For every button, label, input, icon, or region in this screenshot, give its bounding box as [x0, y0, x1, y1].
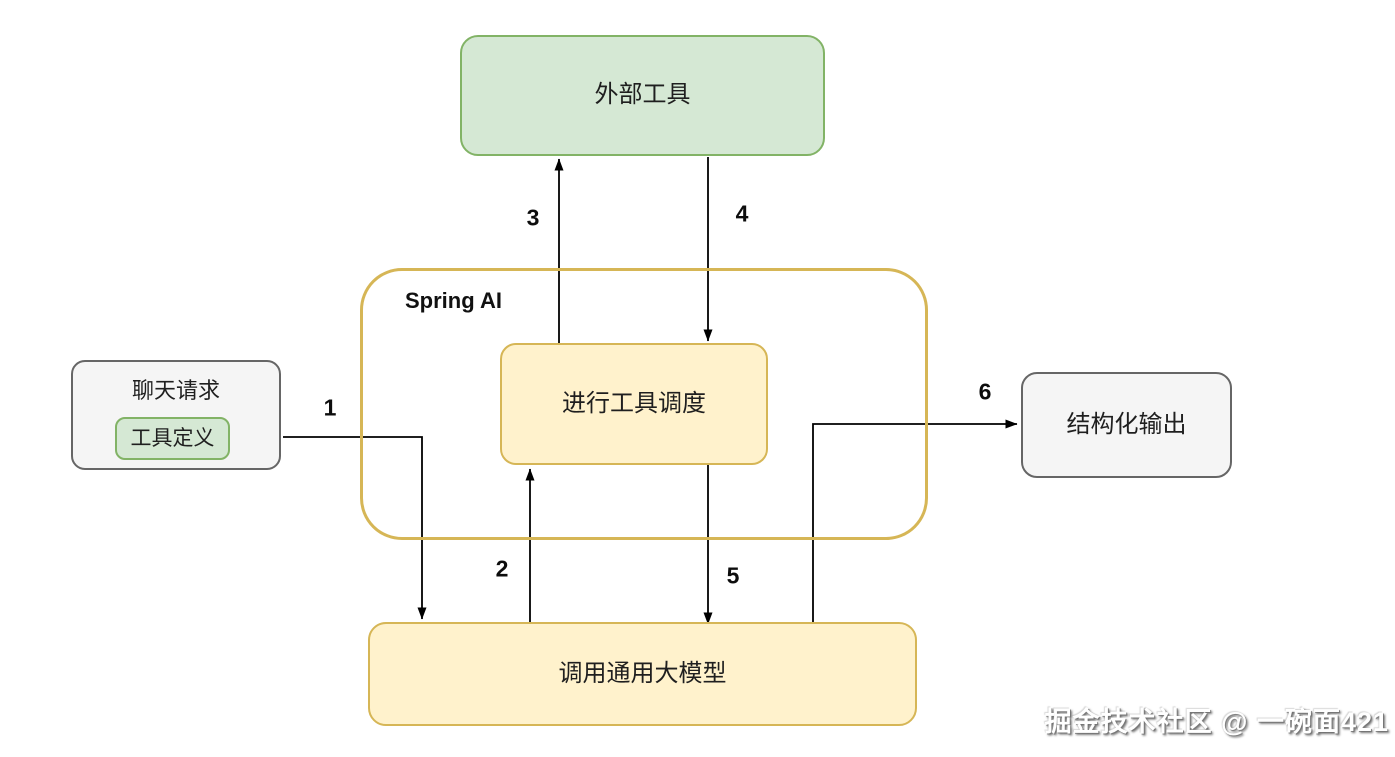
node-tool-scheduler: 进行工具调度: [500, 343, 768, 465]
node-tool-scheduler-label: 进行工具调度: [562, 389, 706, 417]
edge-6-arrow: [812, 419, 1018, 650]
edge-6-label: 6: [975, 378, 995, 406]
node-tool-definition-label: 工具定义: [130, 426, 215, 450]
node-structured-output: 结构化输出: [1021, 372, 1232, 478]
node-llm-call: 调用通用大模型: [368, 622, 917, 726]
edge-1-arrow: [283, 436, 427, 620]
edge-1-label: 1: [320, 394, 340, 422]
edge-4-label: 4: [732, 200, 752, 228]
watermark: 掘金技术社区 @ 一碗面421: [1044, 707, 1389, 737]
node-external-tools: 外部工具: [460, 35, 825, 156]
node-llm-call-label: 调用通用大模型: [558, 659, 727, 687]
spring-ai-label: Spring AI: [405, 288, 502, 313]
edge-2-label: 2: [492, 555, 512, 583]
node-chat-request-label: 聊天请求: [131, 378, 220, 403]
edge-3-label: 3: [523, 204, 543, 232]
node-external-tools-label: 外部工具: [594, 81, 691, 109]
node-chat-request: 聊天请求 工具定义: [71, 360, 281, 470]
node-structured-output-label: 结构化输出: [1066, 410, 1187, 438]
spring-ai-container: [360, 268, 928, 540]
node-tool-definition: 工具定义: [115, 417, 230, 460]
edge-5-label: 5: [723, 562, 743, 590]
